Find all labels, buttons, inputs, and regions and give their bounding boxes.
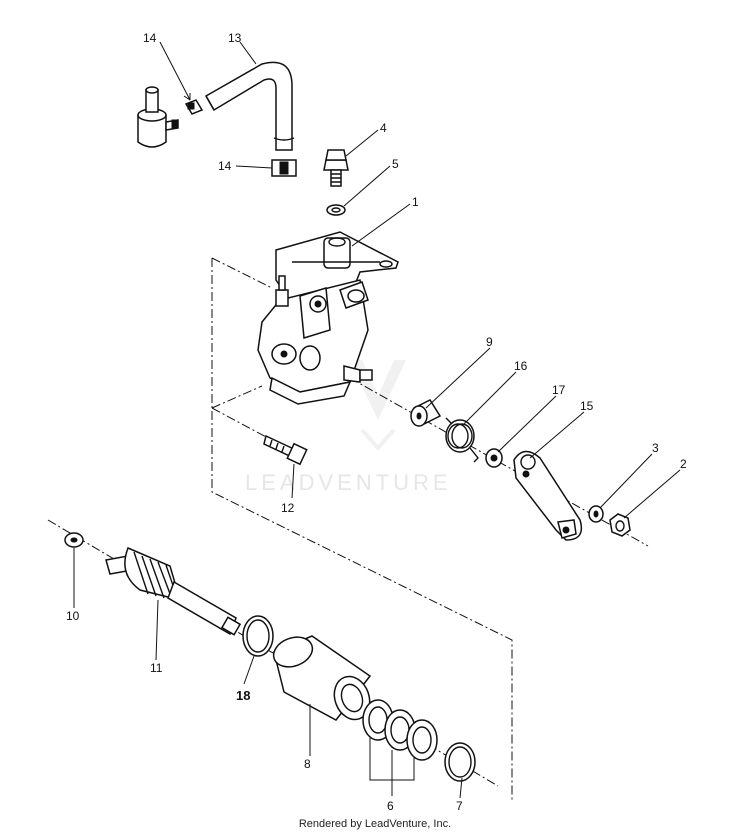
- watermark-text: LEADVENTURE: [245, 470, 452, 495]
- callout-5: 5: [392, 157, 399, 171]
- callout-9: 9: [486, 335, 493, 349]
- part-oring-7: [444, 742, 476, 782]
- callout-14-top: 14: [143, 31, 157, 45]
- callout-14: 14: [218, 159, 232, 173]
- part-hose-clamp-14b: [271, 159, 297, 177]
- part-lever-15: [513, 450, 583, 541]
- callout-10: 10: [66, 609, 80, 623]
- callout-18: 18: [236, 688, 250, 703]
- part-bolt-12: [263, 434, 308, 466]
- part-fitting-14: [137, 86, 179, 148]
- part-oil-pump-1: [257, 231, 399, 405]
- callout-6: 6: [387, 799, 394, 813]
- part-bolt-4: [323, 149, 349, 187]
- part-shims-6: [362, 699, 438, 761]
- footer-credit: Rendered by LeadVenture, Inc.: [298, 818, 452, 830]
- callout-2: 2: [680, 457, 687, 471]
- part-spacer-9: [410, 399, 442, 427]
- callout-4: 4: [380, 121, 387, 135]
- part-washer-5: [326, 204, 346, 216]
- part-oring-18: [242, 615, 274, 657]
- part-gear-shaft-11: [105, 547, 242, 636]
- callout-17: 17: [552, 383, 566, 397]
- callout-8: 8: [304, 757, 311, 771]
- part-hose-clamp-14a: [184, 99, 204, 115]
- leader-lines: [73, 41, 681, 799]
- part-nut-2: [609, 513, 631, 537]
- callout-15: 15: [580, 399, 594, 413]
- callout-11: 11: [150, 661, 163, 675]
- callout-16: 16: [514, 359, 528, 373]
- part-sleeve-8: [272, 635, 372, 721]
- callout-12: 12: [281, 501, 295, 515]
- part-hose-13: [204, 61, 295, 151]
- callout-1: 1: [412, 195, 419, 209]
- part-spring-16: [445, 417, 479, 463]
- callout-13: 13: [228, 31, 242, 45]
- callout-3: 3: [652, 441, 659, 455]
- callout-7: 7: [456, 799, 463, 813]
